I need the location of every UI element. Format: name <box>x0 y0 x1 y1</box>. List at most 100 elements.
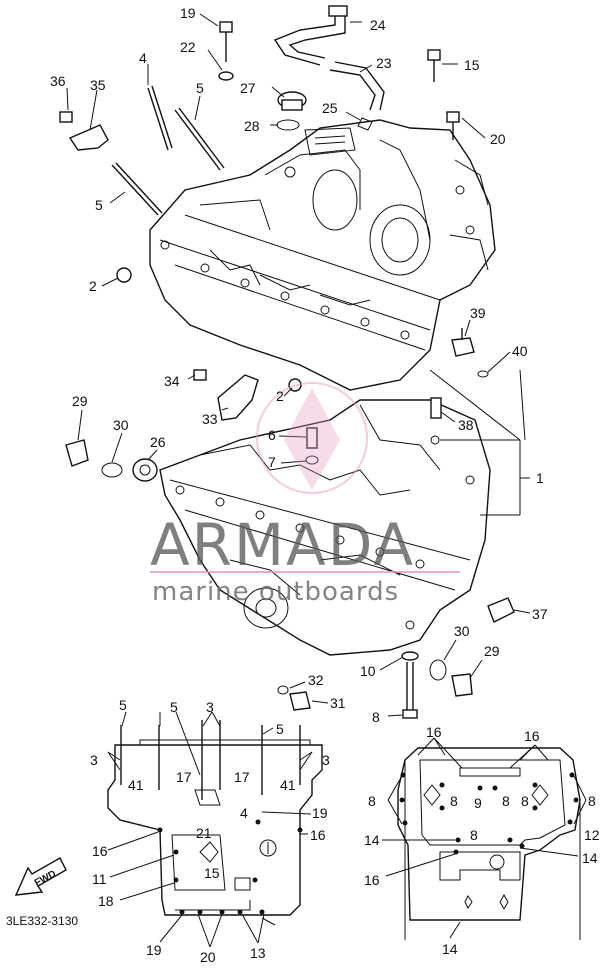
callout-l5b: 5 <box>95 197 103 213</box>
callout-b17a: 17 <box>176 769 192 785</box>
callout-l6: 6 <box>268 427 276 443</box>
callout-c8e: 8 <box>588 793 596 809</box>
callout-l31: 31 <box>330 695 346 711</box>
callout-b41b: 41 <box>280 777 296 793</box>
upper-parts <box>59 5 489 378</box>
bracket-37 <box>487 597 515 623</box>
callout-l33: 33 <box>202 411 218 427</box>
callout-l34: 34 <box>164 373 180 389</box>
callout-b3a: 3 <box>206 699 214 715</box>
bolt-20 <box>446 111 460 123</box>
breather-hose-24 <box>273 12 336 66</box>
callout-c8f: 8 <box>470 827 478 843</box>
callout-l10: 10 <box>360 663 376 679</box>
callout-l24: 24 <box>370 17 386 33</box>
callout-c14b: 14 <box>582 850 598 866</box>
callout-l28: 28 <box>244 118 260 134</box>
callout-b5a: 5 <box>119 697 127 713</box>
callout-b5c: 5 <box>276 721 284 737</box>
callout-c16c: 16 <box>364 872 380 888</box>
callout-c14a: 14 <box>364 832 380 848</box>
callout-l39: 39 <box>470 305 486 321</box>
callout-b17b: 17 <box>234 769 250 785</box>
o-ring-30b <box>429 659 447 681</box>
oil-seal-26 <box>132 458 158 482</box>
callout-l23: 23 <box>376 55 392 71</box>
callout-l36: 36 <box>50 73 66 89</box>
hose-23 <box>329 69 376 111</box>
callout-b16a: 16 <box>92 843 108 859</box>
callout-l4a: 4 <box>139 50 147 66</box>
callout-l5a: 5 <box>196 80 204 96</box>
callout-l37: 37 <box>532 606 548 622</box>
o-ring-28 <box>276 119 300 131</box>
callout-l20a: 20 <box>490 131 506 147</box>
callout-l38: 38 <box>458 417 474 433</box>
stud-bolt-5a <box>174 109 221 171</box>
callout-b20: 20 <box>200 949 216 965</box>
callout-b21: 21 <box>196 825 212 841</box>
watermark-brand: ARMADA <box>150 511 415 579</box>
o-ring-7 <box>305 455 319 465</box>
callout-b3b: 3 <box>90 752 98 768</box>
washer-32 <box>277 685 289 695</box>
bolt-34 <box>193 369 207 381</box>
callout-l15: 15 <box>464 57 480 73</box>
callout-l29a: 29 <box>72 393 88 409</box>
leader-lines <box>66 13 531 717</box>
watermark: ARMADA marine outboards <box>150 382 460 607</box>
callout-l32: 32 <box>308 672 324 688</box>
callout-b13: 13 <box>250 945 266 961</box>
sensor-39 <box>451 337 475 357</box>
dowel-pin-38 <box>430 397 442 419</box>
callout-l22: 22 <box>180 39 196 55</box>
washer-22 <box>218 71 234 81</box>
callout-c8d: 8 <box>521 793 529 809</box>
callout-labels: 19 24 22 4 23 15 36 35 5 27 25 28 20 5 2… <box>50 5 600 965</box>
callout-b16b: 16 <box>310 827 326 843</box>
callout-c8b: 8 <box>450 793 458 809</box>
diagram-code: 3LE332-3130 <box>6 914 78 928</box>
upper-crankcase <box>149 119 496 391</box>
callout-l27: 27 <box>240 80 256 96</box>
callout-b4: 4 <box>240 805 248 821</box>
plug-29a <box>65 439 89 467</box>
washer-10 <box>401 651 419 661</box>
callout-l30a: 30 <box>113 417 129 433</box>
lower-case-bolt-pattern <box>382 737 587 940</box>
forward-arrow-icon: FWD <box>14 857 67 896</box>
dowel-pin-6 <box>306 427 318 449</box>
callout-c8a: 8 <box>368 793 376 809</box>
stud-bolt-5b <box>111 164 159 216</box>
bolt-19 <box>219 21 233 33</box>
bracket-35 <box>68 124 109 151</box>
callout-b15: 15 <box>204 865 220 881</box>
dowel-pin-2a <box>116 267 132 283</box>
callout-c14c: 14 <box>442 941 458 957</box>
callout-b19a: 19 <box>312 805 328 821</box>
callout-b19b: 19 <box>146 942 162 958</box>
plug-29b <box>451 673 473 697</box>
watermark-tagline: marine outboards <box>152 577 399 607</box>
upper-case-studs <box>120 720 301 800</box>
callout-l1: 1 <box>536 470 544 486</box>
watermark-emblem-icon <box>256 382 368 494</box>
callout-l35: 35 <box>90 77 106 93</box>
upper-case-bolt-pattern <box>107 711 323 948</box>
callout-b3c: 3 <box>322 752 330 768</box>
clip-25 <box>357 117 373 131</box>
callout-c12: 12 <box>584 827 600 843</box>
callout-l2a: 2 <box>89 278 97 294</box>
callout-l25: 25 <box>322 100 338 116</box>
callout-c16b: 16 <box>524 728 540 744</box>
callout-c9: 9 <box>474 795 482 811</box>
callout-l8a: 8 <box>372 709 380 725</box>
callout-l40: 40 <box>512 343 528 359</box>
bolt-15 <box>427 49 441 61</box>
bracket-33 <box>217 374 259 421</box>
stud-bolt-4 <box>147 87 169 151</box>
callout-l30b: 30 <box>454 623 470 639</box>
callout-l2b: 2 <box>276 388 284 404</box>
